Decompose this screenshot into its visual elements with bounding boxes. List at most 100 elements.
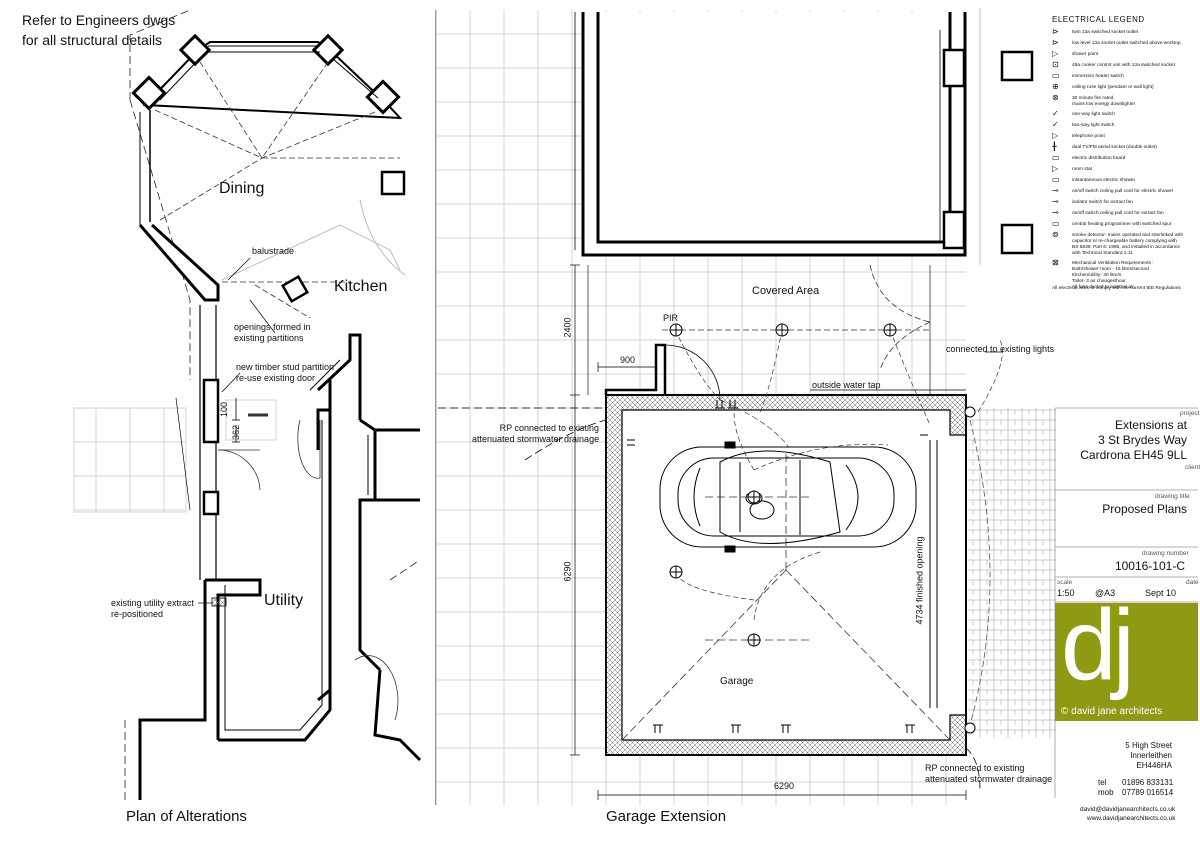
tb-address-line-1: 5 High Street (1125, 741, 1172, 750)
tb-client-label: client (1185, 464, 1200, 471)
legend-item-label: on/off switch ceiling pull cord for extr… (1072, 211, 1164, 216)
tb-paper: @A3 (1095, 588, 1116, 598)
utility-window-strip (199, 305, 220, 580)
legend-item-label: room stat (1072, 167, 1092, 172)
dimension-6290-vertical: 6290 (562, 561, 573, 582)
legend-frame-boxes (1000, 50, 1034, 255)
utility-walls (138, 333, 422, 800)
tb-email[interactable]: david@davidjanearchitects.co.uk (1080, 806, 1176, 813)
tb-project-line-1: Extensions at (1114, 418, 1187, 432)
legend-symbol-icon: ▷ (1052, 131, 1059, 140)
tb-project-label: project (1180, 410, 1200, 417)
legend-symbol-icon: ▷ (1052, 164, 1059, 173)
structural-note: Refer to Engineers dwgs for all structur… (22, 12, 176, 48)
tb-mob: 07789 016514 (1122, 788, 1174, 797)
title-block-frame (1054, 407, 1198, 798)
legend-item-label: isolator switch for extract fan (1072, 200, 1133, 205)
legend-item-label: two-way light switch (1072, 123, 1115, 128)
note-stud-partition: new timber stud partition re-use existin… (236, 362, 335, 383)
legend-item-label: instantaneous electric shower (1072, 178, 1136, 183)
tb-address-line-2: Innerleithen (1130, 751, 1172, 760)
legend-symbol-icon: ▭ (1052, 219, 1060, 228)
kitchen-column (280, 274, 310, 304)
light-fittings (669, 323, 976, 734)
tb-drawing-number-label: drawing number (1142, 550, 1189, 557)
legend-symbol-icon: ⊸ (1052, 208, 1059, 217)
legend-symbol-icon: ⊠ (1052, 258, 1059, 267)
dimension-6290-horizontal: 6290 (774, 781, 795, 791)
legend-item-label: twin 13a switched socket outlet (1072, 30, 1139, 35)
note-balustrade: balustrade (252, 246, 295, 256)
legend-item-label: ceiling rose light (pendant or wall ligh… (1072, 85, 1154, 90)
note-finished-opening: 4734 finished opening (914, 536, 925, 625)
room-label-utility: Utility (264, 592, 304, 609)
tb-date: Sept 10 (1145, 588, 1177, 598)
tb-tel-label: tel (1098, 778, 1107, 787)
existing-house (574, 12, 967, 257)
view-title-plan-of-alterations: Plan of Alterations (126, 808, 247, 825)
legend-item-label: 45a cooker control unit with 13a switche… (1072, 63, 1175, 68)
legend-item-label: on/off switch ceiling pull cord for elec… (1072, 189, 1174, 194)
left-paving (73, 399, 277, 513)
dining-column (380, 170, 406, 196)
leader-lines (175, 257, 276, 604)
brick-driveway (968, 408, 1056, 738)
room-label-kitchen: Kitchen (334, 278, 388, 295)
tb-date-label: date (1186, 579, 1199, 586)
legend-item-label: low level 13a socket outlet switched abo… (1072, 41, 1181, 46)
note-openings: openings formed in existing partitions (234, 322, 311, 343)
note-extract: existing utility extract re-positioned (111, 598, 195, 619)
dimension-900: 900 (620, 355, 636, 365)
legend-item-label: shaver point (1072, 52, 1099, 57)
tb-scale: 1:50 (1057, 588, 1075, 598)
site-boundary-left (124, 9, 421, 800)
logo-mark: dj (1061, 603, 1135, 701)
note-pir: PIR (663, 313, 679, 323)
tb-mob-label: mob (1098, 788, 1114, 797)
tb-address-line-3: EH446HA (1136, 761, 1172, 770)
tb-web[interactable]: www.davidjanearchitects.co.uk (1087, 815, 1176, 822)
tb-tel: 01896 833131 (1122, 778, 1174, 787)
tb-drawing-title-label: drawing title (1155, 493, 1190, 500)
legend-title: ELECTRICAL LEGEND (1052, 15, 1145, 24)
legend-symbol-icon: ▭ (1052, 71, 1060, 80)
tb-drawing-title: Proposed Plans (1102, 502, 1187, 516)
note-rp-top: RP connected to existing attenuated stor… (472, 423, 600, 444)
legend-item-label: telephone point (1072, 134, 1105, 139)
legend-symbol-icon: ▷ (1052, 49, 1059, 58)
room-label-garage: Garage (720, 676, 754, 687)
legend-symbol-icon: ⊗ (1052, 93, 1059, 102)
tb-project-line-3: Cardrona EH45 9LL (1080, 448, 1187, 462)
extract-vent (211, 597, 227, 607)
stormwater-drainage (438, 407, 981, 791)
tb-project-line-2: 3 St Brydes Way (1098, 433, 1187, 447)
legend-item-label: dual TV/FM aerial socket (double outlet) (1072, 145, 1157, 150)
legend-symbol-icon: ⊡ (1052, 60, 1059, 69)
roof-lines (154, 61, 400, 319)
legend-item-label: smoke detector- mains operated and inter… (1072, 233, 1184, 256)
legend-item-label: electric distribution board (1072, 156, 1126, 161)
legend-item-label: central heating programmer with switched… (1072, 222, 1172, 227)
electrical-wiring (674, 329, 1003, 621)
legend-symbol-icon: ✓ (1052, 109, 1059, 118)
dimension-362: 362 (231, 424, 242, 441)
right-dimensions (570, 264, 1002, 800)
legend-symbol-icon: ✓ (1052, 120, 1059, 129)
tb-scale-label: scale (1057, 579, 1073, 586)
legend-item-label: Mechanical Ventilation Requirements : Ba… (1072, 261, 1154, 290)
left-dimensions (232, 398, 240, 443)
legend-symbol-icon: ╂ (1052, 142, 1057, 151)
legend-symbol-icon: ⊚ (1052, 230, 1059, 239)
legend-symbol-icon: ⊕ (1052, 82, 1059, 91)
door-swings (217, 413, 399, 721)
company-logo: dj © david jane architects (1055, 603, 1198, 721)
legend-footer: All electrical work to comply with the c… (1052, 286, 1181, 291)
dimension-100: 100 (219, 401, 230, 418)
dimension-2400: 2400 (562, 317, 573, 338)
logo-credit: © david jane architects (1061, 706, 1163, 717)
note-water-tap: outside water tap (812, 380, 881, 390)
tb-drawing-number: 10016-101-C (1114, 559, 1185, 573)
room-label-dining: Dining (219, 180, 265, 197)
note-rp-bottom: RP connected to existing attenuated stor… (925, 763, 1053, 784)
